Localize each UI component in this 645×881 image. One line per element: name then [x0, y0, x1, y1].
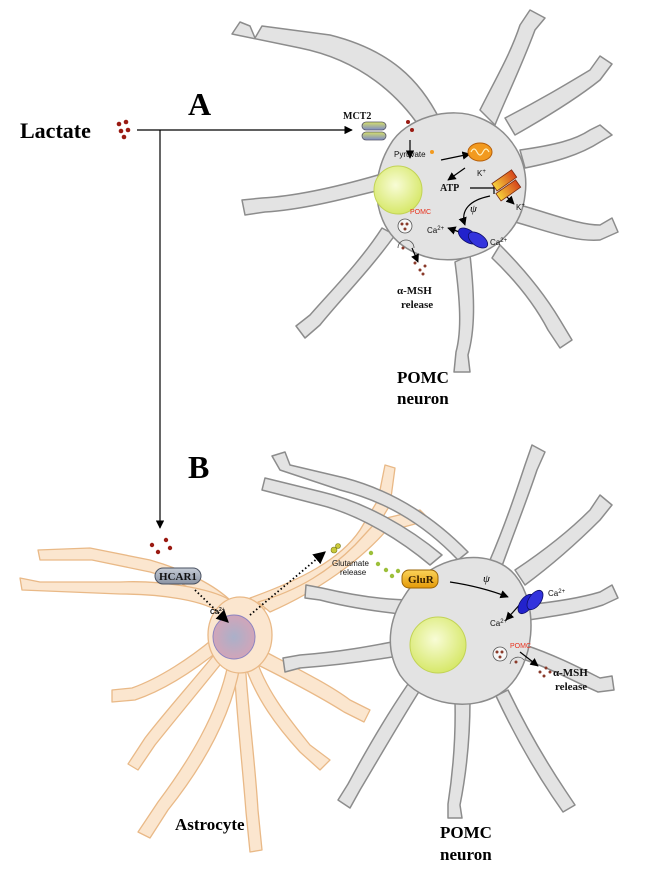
msh-label-a-line1: α-MSH	[397, 285, 432, 297]
dendrite	[519, 644, 615, 693]
lactate-label: Lactate	[20, 118, 91, 143]
dendrite	[282, 639, 406, 673]
pyruvate-dot	[430, 150, 434, 154]
hcar1-label: HCAR1	[159, 571, 197, 583]
panel-label-b: B	[188, 449, 209, 485]
dendrite	[514, 204, 619, 242]
ca-label-astrocyte: Ca2+	[210, 607, 225, 616]
astrocyte-process	[243, 654, 331, 771]
dendrite	[519, 124, 613, 169]
astrocyte-process	[127, 649, 229, 771]
pomc-neuron-a	[231, 9, 619, 373]
dendrite	[447, 699, 471, 819]
dendrite	[241, 174, 381, 216]
katp-channel-icon	[491, 169, 522, 202]
ca-label-in-a: Ca2+	[427, 226, 445, 235]
pomc-neuron-b-label-line1: POMC	[440, 823, 492, 842]
psi-label-b: ψ	[483, 573, 490, 585]
panel-label-a: A	[188, 86, 211, 122]
astrocyte-process	[233, 659, 263, 853]
dendrite	[261, 477, 443, 566]
calcium-channel-icon	[457, 227, 489, 249]
astrocyte-nucleus	[212, 614, 256, 660]
pomc-neuron-a-label-line1: POMC	[397, 368, 449, 387]
msh-arrow-a	[411, 247, 419, 263]
dendrite	[495, 689, 576, 813]
dendrite	[304, 584, 413, 616]
atp-label: ATP	[440, 183, 459, 194]
vesicle-icon	[492, 646, 552, 678]
pomc-neuron-b	[261, 444, 619, 819]
k-label-out: K+	[516, 203, 525, 212]
pyruvate-label: Pyruvate	[394, 150, 426, 159]
dendrite	[453, 254, 475, 373]
dendrite	[231, 21, 441, 136]
pomc-neuron-b-label-line2: neuron	[440, 845, 492, 864]
depolarization-arrow-a	[458, 195, 491, 226]
astrocyte-process	[137, 663, 241, 839]
lactate-dot	[149, 542, 155, 548]
ca-label-in-b: Ca2+	[490, 619, 508, 628]
pomc-vesicle-label-b: POMC	[510, 643, 531, 650]
dendrite	[504, 55, 613, 136]
glutamate-label-line1: Glutamate	[332, 559, 369, 568]
lactate-dot	[163, 537, 169, 543]
lactate-dot	[116, 121, 122, 127]
glutamate-dotted-arrow	[249, 551, 326, 616]
dendrite	[514, 494, 613, 586]
lactate-dot	[123, 119, 129, 125]
lactate-dot	[155, 549, 161, 555]
vesicle-icon	[397, 218, 427, 276]
dendrite	[524, 584, 619, 621]
glur-receptor-icon	[401, 569, 439, 589]
lactate-dot	[167, 545, 173, 551]
pyruvate-arrow	[440, 151, 471, 161]
mitochondrion-icon	[467, 142, 493, 162]
msh-label-a-line2: release	[401, 299, 433, 311]
k-label-in: K+	[477, 169, 486, 178]
dendrite	[479, 9, 546, 126]
psi-label-a: ψ	[470, 203, 477, 215]
mct2-transporter-icon	[361, 121, 387, 141]
ca-label-out-a: Ca2+	[490, 238, 508, 247]
nucleus-a	[373, 165, 423, 215]
atp-arrow	[447, 167, 466, 181]
lactate-dot	[118, 128, 124, 134]
calcium-channel-icon	[517, 589, 544, 615]
pomc-vesicle-label-a: POMC	[410, 209, 431, 216]
lactate-dot	[125, 127, 131, 133]
lactate-dots	[116, 119, 414, 555]
msh-label-b-line1: α-MSH	[553, 667, 588, 679]
astrocyte-process	[19, 577, 231, 615]
lactate-dot	[121, 134, 127, 140]
glutamate-label-line2: release	[340, 568, 367, 577]
dendrite	[491, 244, 573, 349]
pomc-neuron-a-label-line2: neuron	[397, 389, 449, 408]
hcar1-receptor-icon	[154, 567, 202, 585]
astrocyte-label: Astrocyte	[175, 815, 245, 834]
nucleus-b	[409, 616, 467, 674]
depolarization-arrow-b	[449, 581, 509, 599]
dendrite	[489, 444, 546, 567]
mct2-label: MCT2	[343, 111, 371, 122]
msh-arrow-b	[519, 651, 539, 667]
msh-label-b-line2: release	[555, 681, 587, 693]
lactate-dot	[406, 120, 410, 124]
astrocyte-process	[111, 637, 223, 703]
lactate-dot	[410, 128, 414, 132]
ca-label-out-b: Ca2+	[548, 589, 566, 598]
glur-label: GluR	[408, 574, 435, 586]
dendrite	[295, 227, 396, 339]
dendrite	[337, 683, 421, 809]
glutamate-vesicles	[330, 543, 401, 579]
dendrite	[271, 451, 469, 561]
